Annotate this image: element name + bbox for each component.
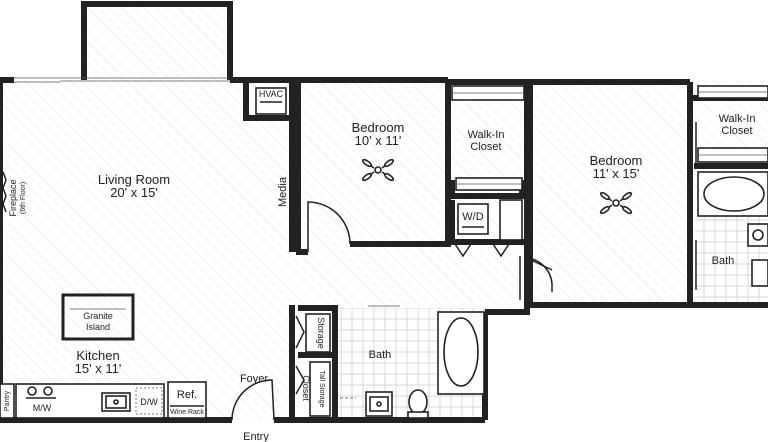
kitchen-name: Kitchen	[76, 348, 119, 363]
ceiling-fan-icon	[361, 158, 395, 182]
living-name: Living Room	[98, 172, 170, 187]
walk-in-closet-2: Walk-In Closet	[687, 85, 768, 305]
storage-column: Storage Tall Storage Closet	[295, 305, 338, 420]
fireplace-note: (6th Floor)	[20, 182, 27, 214]
bedroom1-size: 10' x 11'	[355, 133, 402, 148]
media-label: Media	[277, 176, 289, 207]
kitchen: Kitchen 15' x 11' Pantry M/W D/W Ref. Wi…	[0, 348, 207, 419]
island-line2: Island	[86, 322, 110, 332]
bedroom2-name: Bedroom	[590, 153, 643, 168]
closet-label: Closet	[301, 375, 311, 401]
window-marks	[14, 77, 60, 83]
bedroom2-size: 11' x 15'	[593, 166, 640, 181]
bath1-label: Bath	[369, 349, 392, 361]
winerack-label: Wine Rack	[170, 409, 204, 416]
walkin2-line1: Walk-In	[719, 113, 756, 125]
bath-2: Bath	[695, 171, 768, 290]
wd-label: W/D	[462, 211, 483, 223]
storage-label: Storage	[316, 317, 326, 349]
entry-label: Entry	[243, 431, 269, 442]
terrace	[60, 1, 233, 82]
walkin2-line2: Closet	[721, 125, 752, 137]
ref-label: Ref.	[177, 389, 197, 401]
cooktop	[26, 386, 56, 399]
walkin1-line1: Walk-In	[468, 129, 505, 141]
walkin1-line2: Closet	[470, 141, 501, 153]
bedroom1-name: Bedroom	[352, 120, 405, 135]
kitchen-size: 15' x 11'	[75, 361, 122, 376]
media-wall: Media	[277, 118, 308, 255]
fireplace-name: Fireplace	[8, 179, 18, 216]
island-line1: Granite	[83, 311, 113, 321]
bedroom-2: Bedroom 11' x 15'	[527, 82, 643, 305]
granite-island: Granite Island	[61, 293, 135, 341]
foyer-label: Foyer	[240, 373, 268, 385]
dw-label: D/W	[140, 397, 158, 407]
bath-1: Bath	[340, 305, 485, 419]
hvac-closet: HVAC	[243, 80, 295, 121]
living-room: Living Room 20' x 15'	[98, 172, 170, 200]
pantry-label: Pantry	[4, 390, 11, 411]
bedroom-1: Bedroom 10' x 11'	[295, 80, 451, 252]
hvac-label: HVAC	[259, 89, 284, 99]
washer-dryer: W/D	[449, 199, 524, 258]
tallstorage-label: Tall Storage	[318, 371, 325, 408]
bath2-label: Bath	[712, 255, 735, 267]
ceiling-fan-icon	[599, 191, 633, 215]
fireplace: Fireplace (6th Floor)	[2, 171, 27, 217]
foyer: Foyer Entry	[231, 373, 275, 442]
mw-label: M/W	[33, 403, 52, 413]
living-size: 20' x 15'	[110, 185, 158, 200]
